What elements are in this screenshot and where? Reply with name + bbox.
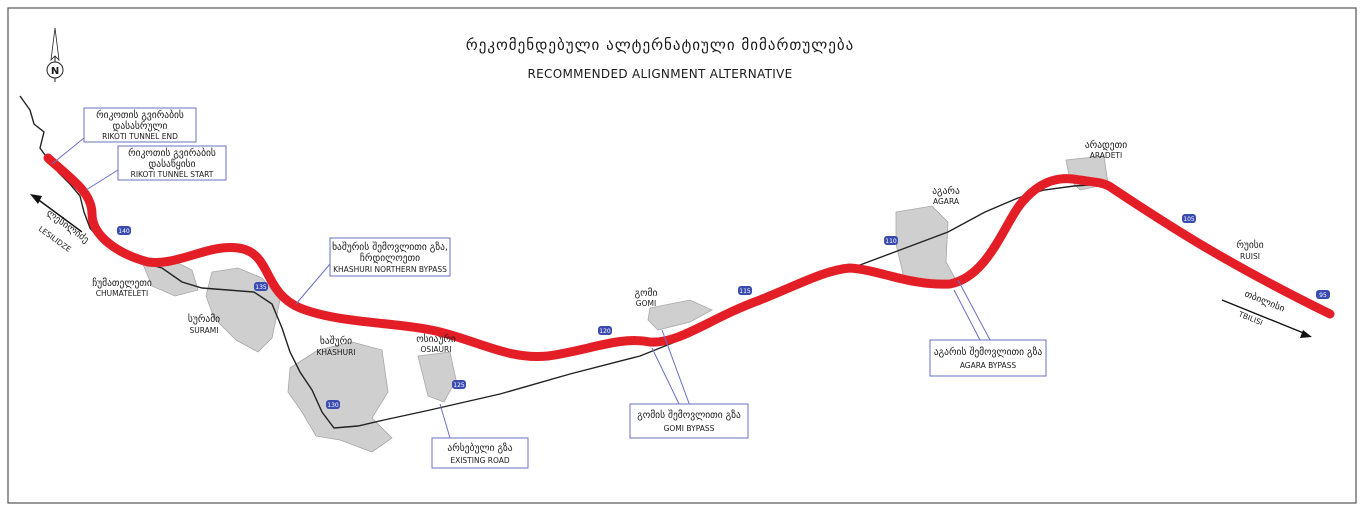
callout-khashuri-bypass-line1: ხაშურის შემოვლითი გზა, [332,242,448,253]
km-marker: 105 [1182,214,1196,223]
title-georgian: რეკომენდებული ალტერნატიული მიმართულება [466,36,854,54]
leader-existing-road [439,403,451,439]
town-label-chumateleti: ჩუმათელეთი [92,278,152,289]
town-label-ruisi: რუისი [1236,240,1263,251]
km-marker: 140 [117,226,131,235]
km-marker-label: 135 [255,284,267,291]
town-label-agara-en: AGARA [933,197,960,206]
town-label-ruisi-en: RUISI [1240,252,1260,261]
north-letter: N [51,66,59,77]
leader-gomi-bypass-b [661,329,691,407]
km-marker: 135 [254,282,268,291]
town-label-khashuri: ხაშური [320,336,352,347]
km-marker: 110 [884,236,898,245]
town-label-aradeti-en: ARADETI [1090,151,1122,160]
town-area-osiauri [417,351,457,403]
km-marker-label: 105 [1183,216,1195,223]
leader-tunnel-end [51,137,85,165]
callout-tunnel-start-line1: რიკოთის გვირაბის [128,148,216,159]
km-marker-label: 125 [453,382,465,389]
callout-tunnel-start-en: RIKOTI TUNNEL START [131,170,214,179]
town-area-khashuri [287,341,393,453]
recommended-alignment [43,153,1335,362]
town-label-surami-en: SURAMI [190,326,219,335]
town-label-aradeti: არადეთი [1085,140,1127,151]
km-markers: 140 135 130 125 120 115 110 105 [117,214,1330,409]
town-labels: ჩუმათელეთი CHUMATELETI სურამი SURAMI ხაშ… [92,140,1264,357]
arrow-right-icon [1221,299,1307,335]
callout-khashuri-bypass-en: KHASHURI NORTHERN BYPASS [333,265,447,274]
callout-tunnel-start: რიკოთის გვირაბის დასაწყისი RIKOTI TUNNEL… [117,145,227,181]
km-marker: 115 [738,286,752,295]
km-marker-label: 110 [885,238,897,245]
callout-leaders [51,137,991,439]
callout-agara-bypass-line1: აგარის შემოვლითი გზა [934,347,1043,358]
callout-gomi-bypass: გომის შემოვლითი გზა GOMI BYPASS [629,403,749,439]
town-area-gomi [647,299,713,331]
callout-existing-road: არსებული გზა EXISTING ROAD [431,437,529,469]
km-marker-label: 95 [1319,292,1327,299]
callout-gomi-bypass-en: GOMI BYPASS [664,424,715,433]
town-label-khashuri-en: KHASHURI [316,348,355,357]
km-marker: 125 [452,380,466,389]
leader-agara-bypass-a [953,289,981,341]
callout-agara-bypass-en: AGARA BYPASS [960,361,1017,370]
leader-tunnel-start [85,169,119,191]
map-frame [7,7,1357,504]
callout-tunnel-end-line2: დასასრული [113,121,168,132]
town-label-osiauri-en: OSIAURI [421,345,452,354]
km-marker: 130 [326,400,340,409]
km-marker: 95 [1316,290,1330,299]
callout-existing-road-en: EXISTING ROAD [450,456,510,465]
km-marker-label: 130 [327,402,339,409]
callout-tunnel-end: რიკოთის გვირაბის დასასრული RIKOTI TUNNEL… [83,107,197,143]
north-arrow-icon: N [46,27,64,82]
town-label-surami: სურამი [188,314,220,325]
callout-tunnel-start-line2: დასაწყისი [148,159,195,170]
title-english: RECOMMENDED ALIGNMENT ALTERNATIVE [528,67,793,81]
town-area-agara [895,205,957,285]
town-label-chumateleti-en: CHUMATELETI [96,289,148,298]
km-marker-label: 120 [599,328,611,335]
km-marker-label: 140 [118,228,130,235]
callout-tunnel-end-en: RIKOTI TUNNEL END [102,132,178,141]
callout-existing-road-line1: არსებული გზა [447,443,512,454]
km-marker: 120 [598,326,612,335]
leader-gomi-bypass-a [651,347,681,407]
callout-agara-bypass: აგარის შემოვლითი გზა AGARA BYPASS [929,339,1047,377]
leader-khashuri-bypass [295,263,331,305]
town-label-gomi: გომი [635,288,658,299]
km-marker-label: 115 [739,288,751,295]
callout-khashuri-bypass-line2: ჩრდილოეთი [360,253,420,264]
arrow-left-icon [35,197,83,233]
town-label-gomi-en: GOMI [636,299,656,308]
town-label-agara: აგარა [932,186,960,197]
callout-khashuri-bypass: ხაშურის შემოვლითი გზა, ჩრდილოეთი KHASHUR… [329,237,451,277]
callout-tunnel-end-line1: რიკოთის გვირაბის [96,110,184,121]
town-label-osiauri: ოსიაური [416,334,456,345]
leader-agara-bypass-b [957,279,991,341]
callout-gomi-bypass-line1: გომის შემოვლითი გზა [637,410,741,421]
